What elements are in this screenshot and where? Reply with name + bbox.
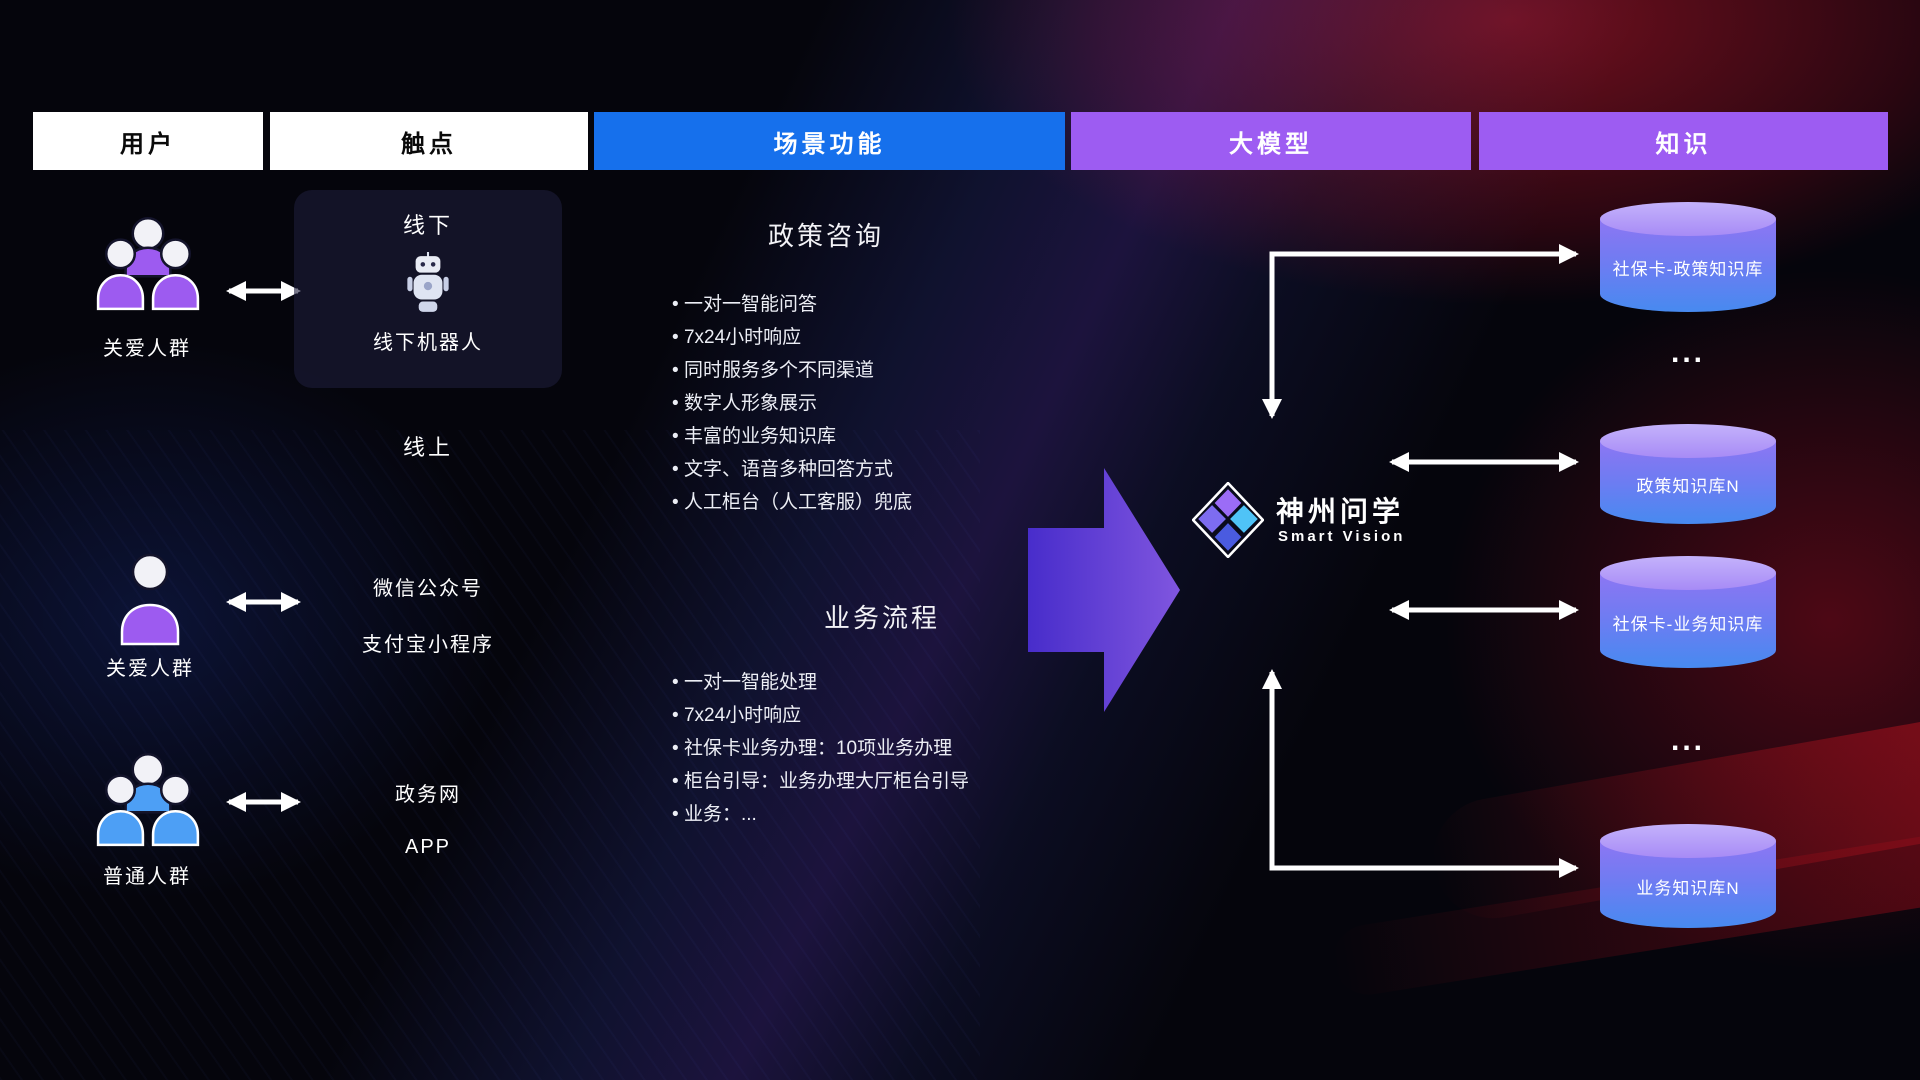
scenario-policy-list: 一对一智能问答 7x24小时响应 同时服务多个不同渠道 数字人形象展示 丰富的业… bbox=[672, 288, 912, 519]
header-scenario-functions: 场景功能 bbox=[594, 112, 1065, 170]
offline-title: 线下 bbox=[402, 213, 453, 238]
scenario-item: 人工柜台（人工客服）兜底 bbox=[672, 486, 912, 519]
database-cylinder-kb4: 业务知识库N bbox=[1600, 824, 1776, 928]
header-large-model: 大模型 bbox=[1071, 112, 1471, 170]
scenario-business-list: 一对一智能处理 7x24小时响应 社保卡业务办理：10项业务办理 柜台引导：业务… bbox=[672, 666, 969, 831]
kb-ellipsis: ... bbox=[1670, 724, 1705, 757]
scenario-title-policy: 政策咨询 bbox=[768, 221, 885, 251]
robot-icon bbox=[407, 252, 449, 312]
scenario-item: 同时服务多个不同渠道 bbox=[672, 354, 912, 387]
scenario-item: 7x24小时响应 bbox=[672, 321, 912, 354]
scenario-item: 数字人形象展示 bbox=[672, 387, 912, 420]
cylinder-top bbox=[1600, 556, 1776, 590]
arrow-model-to-kb1 bbox=[1262, 244, 1579, 419]
model-subtitle: Smart Vision bbox=[1278, 528, 1406, 545]
online-title: 线上 bbox=[402, 435, 453, 460]
user-group-label: 关爱人群 bbox=[106, 658, 194, 680]
header-touchpoints: 触点 bbox=[270, 112, 588, 170]
group-users-purple-icon bbox=[96, 216, 200, 311]
scenario-item: 一对一智能问答 bbox=[672, 288, 912, 321]
channel-app: APP bbox=[404, 836, 452, 858]
kb-label: 业务知识库N bbox=[1636, 879, 1740, 899]
user-group-label: 关爱人群 bbox=[103, 338, 191, 360]
diamond-logo-icon bbox=[1192, 482, 1264, 558]
cylinder-top bbox=[1600, 424, 1776, 458]
scenario-item: 柜台引导：业务办理大厅柜台引导 bbox=[672, 765, 969, 798]
channel-gov-web: 政务网 bbox=[395, 784, 461, 806]
scenario-title-business: 业务流程 bbox=[824, 603, 941, 633]
header-knowledge: 知识 bbox=[1479, 112, 1888, 170]
flow-arrow-icon bbox=[1028, 468, 1180, 712]
database-cylinder-kb1: 社保卡-政策知识库 bbox=[1600, 202, 1776, 312]
cylinder-top bbox=[1600, 202, 1776, 236]
scenario-item: 社保卡业务办理：10项业务办理 bbox=[672, 732, 969, 765]
cylinder-top bbox=[1600, 824, 1776, 858]
scenario-item: 文字、语音多种回答方式 bbox=[672, 453, 912, 486]
scenario-item: 一对一智能处理 bbox=[672, 666, 969, 699]
kb-label: 政策知识库N bbox=[1636, 477, 1740, 497]
scenario-item: 丰富的业务知识库 bbox=[672, 420, 912, 453]
scenario-item: 业务：... bbox=[672, 798, 969, 831]
group-users-blue-icon bbox=[96, 752, 200, 847]
arrow-model-to-kb4 bbox=[1262, 669, 1579, 878]
database-cylinder-kb3: 社保卡-业务知识库 bbox=[1600, 556, 1776, 668]
model-name: 神州问学 bbox=[1276, 496, 1405, 527]
single-user-purple-icon bbox=[120, 553, 180, 646]
header-users: 用户 bbox=[33, 112, 263, 170]
kb-label: 社保卡-业务知识库 bbox=[1612, 615, 1764, 635]
cylinder-body: 政策知识库N bbox=[1600, 441, 1776, 524]
channel-wechat: 微信公众号 bbox=[373, 578, 483, 600]
channel-alipay: 支付宝小程序 bbox=[362, 634, 494, 656]
offline-touchpoint-card: 线下 线下机器人 bbox=[294, 190, 562, 388]
kb-label: 社保卡-政策知识库 bbox=[1612, 260, 1764, 280]
offline-robot-label: 线下机器人 bbox=[373, 332, 483, 354]
kb-ellipsis: ... bbox=[1670, 336, 1705, 369]
user-group-label: 普通人群 bbox=[103, 866, 191, 888]
background-red-glow-top bbox=[760, 0, 1920, 400]
database-cylinder-kb2: 政策知识库N bbox=[1600, 424, 1776, 524]
scenario-item: 7x24小时响应 bbox=[672, 699, 969, 732]
